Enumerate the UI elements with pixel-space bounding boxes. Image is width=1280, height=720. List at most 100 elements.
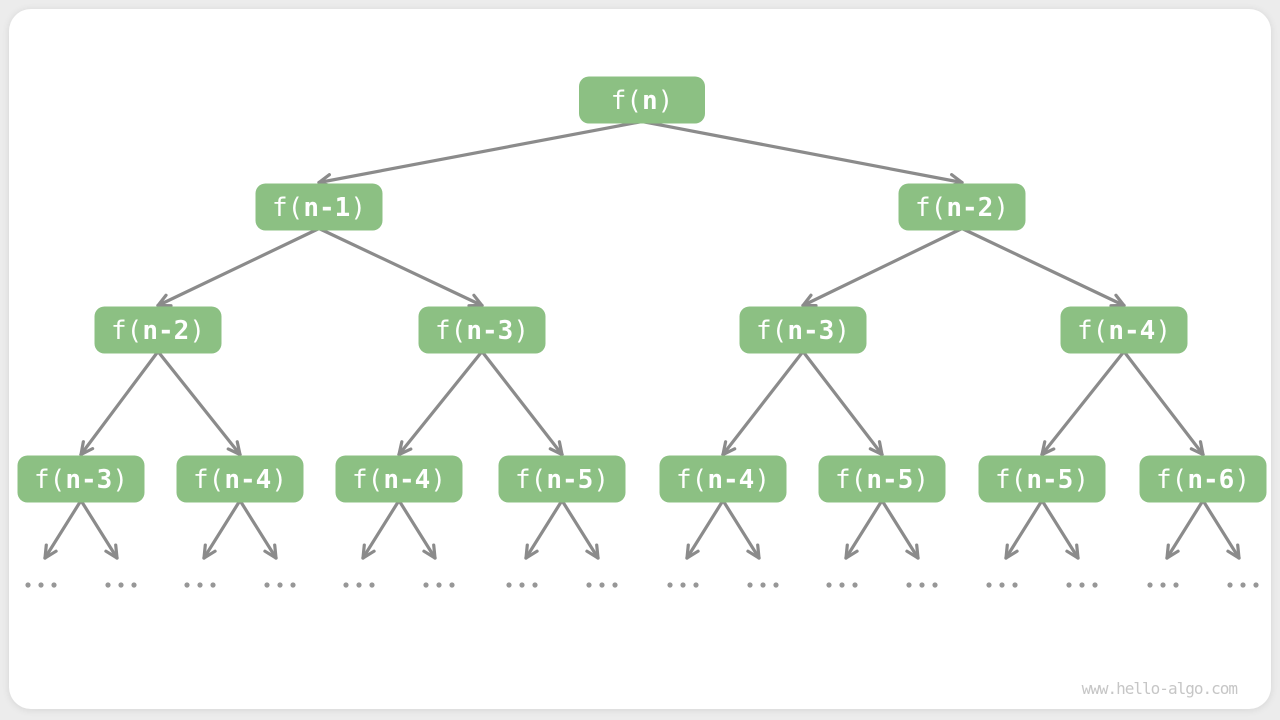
edge-line — [79, 349, 160, 457]
ellipsis — [343, 582, 375, 588]
tree-node: f(n-4) — [659, 455, 787, 503]
ellipsis-dot — [343, 582, 349, 588]
tree-node: f(n-3) — [418, 306, 546, 354]
tree-edge-arrow — [880, 498, 920, 560]
ellipsis-dot — [906, 582, 912, 588]
tree-edge-arrow — [43, 498, 83, 560]
arrowhead-barb — [557, 440, 564, 457]
ellipsis-dot — [532, 582, 538, 588]
arrowhead-barb — [1165, 543, 1170, 560]
tree-node: f(n-6) — [1139, 455, 1267, 503]
edge-line — [801, 349, 884, 457]
edge-line — [844, 498, 884, 560]
arrowhead-barb — [746, 549, 761, 560]
tree-node-box — [1139, 455, 1267, 503]
ellipsis — [1227, 582, 1259, 588]
tree-node: f(n-5) — [818, 455, 946, 503]
arrowhead-barb — [685, 549, 700, 560]
ellipsis-dot — [423, 582, 429, 588]
ellipsis-dot — [999, 582, 1005, 588]
leaf-fanout — [25, 498, 1259, 588]
arrowhead-barb — [915, 543, 920, 560]
arrowhead-barb — [685, 543, 690, 560]
edge-line — [43, 498, 83, 560]
tree-edge-arrow — [960, 226, 1126, 308]
ellipsis-dot — [290, 582, 296, 588]
edge-line — [156, 226, 321, 308]
arrowhead-barb — [1075, 543, 1080, 560]
ellipsis-dot — [118, 582, 124, 588]
ellipsis-dot — [1227, 582, 1233, 588]
ellipsis-dot — [25, 582, 31, 588]
tree-node-box — [1060, 306, 1188, 354]
tree-node-box — [898, 183, 1026, 231]
arrowhead-barb — [1040, 447, 1056, 457]
tree-node-box — [335, 455, 463, 503]
tree-edge-arrow — [1165, 498, 1205, 560]
edge-line — [560, 498, 600, 560]
ellipsis-dot — [919, 582, 925, 588]
edge-line — [361, 498, 401, 560]
tree-edge-arrow — [801, 349, 884, 457]
arrowhead-barb — [905, 549, 920, 560]
ellipsis-dot — [1012, 582, 1018, 588]
ellipsis — [747, 582, 779, 588]
tree-node-label: f(n-3) — [435, 316, 529, 346]
arrowhead-barb — [273, 543, 278, 560]
arrowhead-barb — [397, 440, 404, 457]
tree-node-box — [498, 455, 626, 503]
tree-node: f(n-2) — [898, 183, 1026, 231]
edge-line — [397, 498, 437, 560]
tree-edge-arrow — [202, 498, 242, 560]
ellipsis-dot — [932, 582, 938, 588]
ellipsis-dot — [1173, 582, 1179, 588]
tree-node-label: f(n-6) — [1156, 465, 1250, 495]
tree-node-label: f(n-1) — [272, 193, 366, 223]
ellipsis-dot — [747, 582, 753, 588]
ellipsis — [586, 582, 618, 588]
tree-node-box — [739, 306, 867, 354]
arrowhead-barb — [235, 440, 242, 457]
arrowhead-barb — [472, 293, 484, 308]
edge-line — [1122, 349, 1205, 457]
ellipsis-dot — [773, 582, 779, 588]
ellipsis-dot — [826, 582, 832, 588]
tree-edge-arrow — [480, 349, 564, 457]
arrowhead-barb — [595, 543, 600, 560]
arrowhead-barb — [844, 549, 859, 560]
arrowhead-barb — [524, 549, 539, 560]
tree-node: f(n-4) — [1060, 306, 1188, 354]
arrowhead-barb — [202, 549, 217, 560]
tree-node-label: f(n-3) — [34, 465, 128, 495]
edge-line — [238, 498, 278, 560]
arrowhead-barb — [361, 549, 376, 560]
ellipsis — [1066, 582, 1098, 588]
arrowhead-barb — [104, 549, 119, 560]
tree-edge-arrow — [801, 226, 964, 308]
edge-line — [721, 349, 805, 457]
ellipsis-dot — [51, 582, 57, 588]
arrowhead-barb — [1004, 543, 1009, 560]
arrowhead-barb — [524, 543, 529, 560]
tree-edge-arrow — [1201, 498, 1241, 560]
tree-edge-arrow — [524, 498, 564, 560]
ellipsis-dot — [986, 582, 992, 588]
ellipsis-dot — [184, 582, 190, 588]
edge-line — [1004, 498, 1044, 560]
ellipsis — [826, 582, 858, 588]
arrowhead-barb — [950, 173, 964, 185]
tree-node-label: f(n-2) — [111, 316, 205, 346]
edge-line — [156, 349, 242, 457]
tree-node-box — [818, 455, 946, 503]
tree-edges — [79, 119, 1205, 457]
edge-line — [640, 119, 964, 185]
tree-node: f(n-4) — [335, 455, 463, 503]
tree-edge-arrow — [1122, 349, 1205, 457]
ellipsis-dot — [612, 582, 618, 588]
tree-edge-arrow — [721, 498, 761, 560]
tree-node-box — [579, 76, 705, 124]
tree-node: f(n-2) — [94, 306, 222, 354]
ellipsis-dot — [586, 582, 592, 588]
